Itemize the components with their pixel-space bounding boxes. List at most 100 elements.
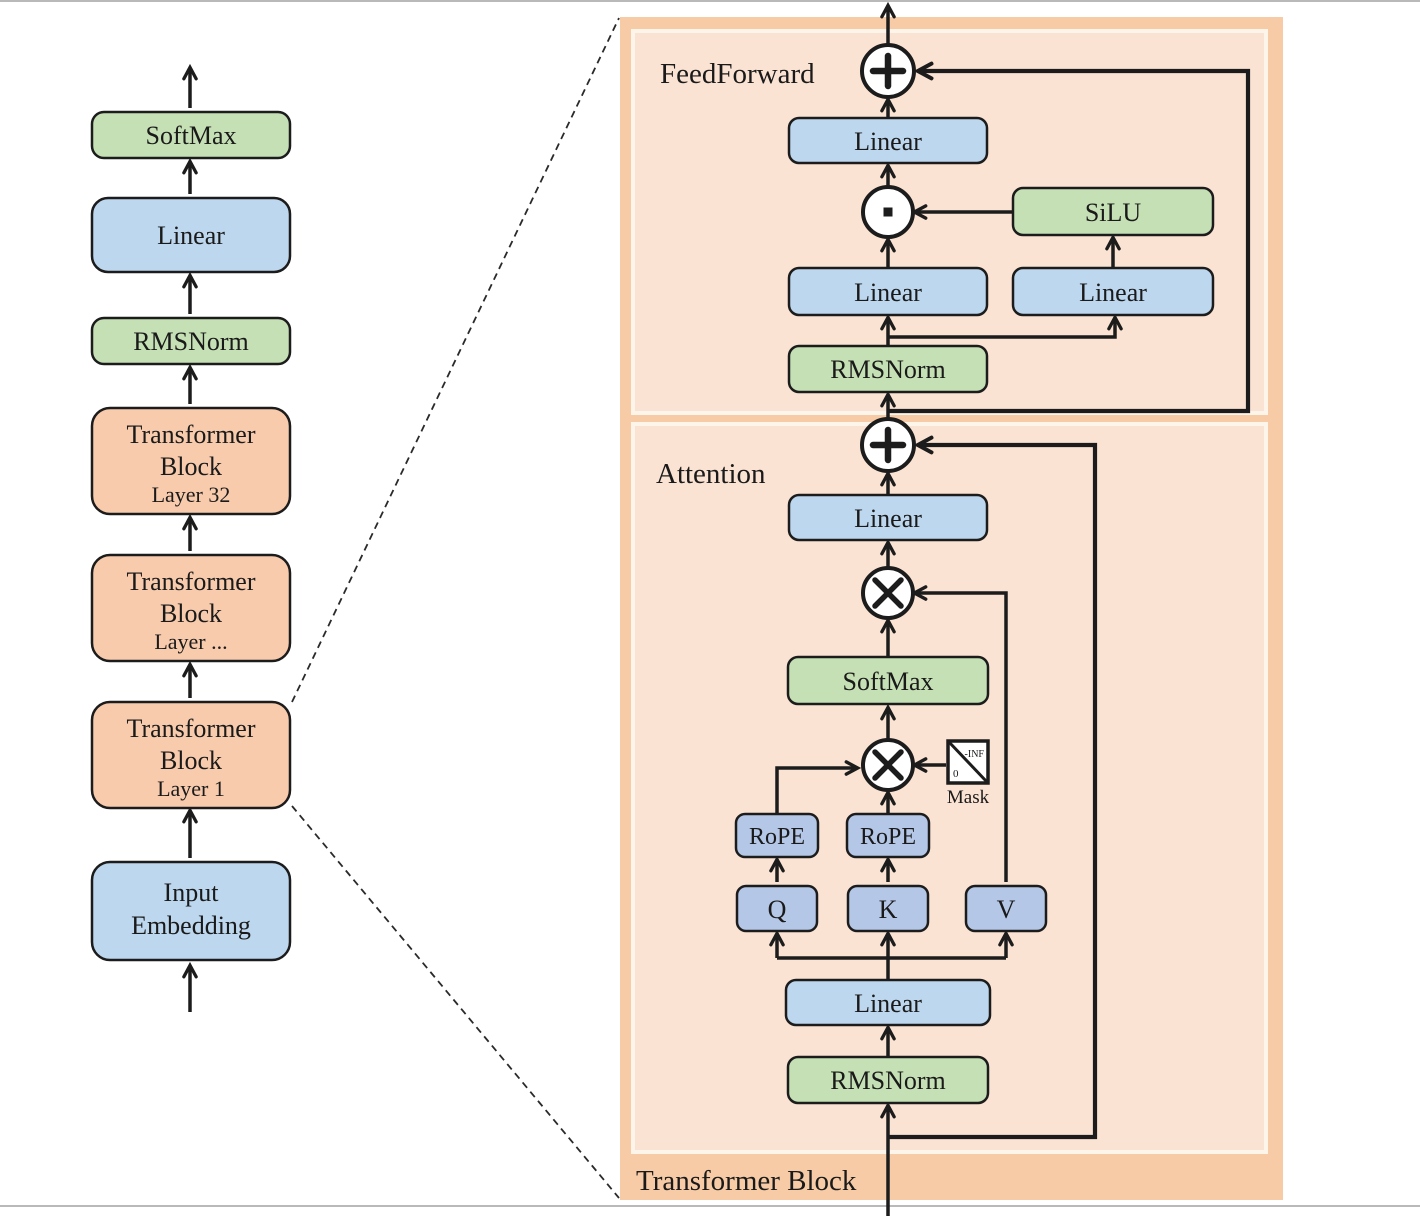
transformer-layer1-line1: Transformer bbox=[126, 714, 255, 743]
ff-rmsnorm-label: RMSNorm bbox=[830, 355, 946, 384]
transformer-middle-box bbox=[90, 553, 292, 663]
block-softmax: SoftMax bbox=[90, 110, 292, 160]
attn-mask: -INF 0 Mask bbox=[946, 739, 990, 808]
rope-right-label: RoPE bbox=[860, 824, 916, 850]
rmsnorm-label: RMSNorm bbox=[133, 327, 249, 356]
ff-linear-left: Linear bbox=[787, 266, 989, 317]
attn-linear-bottom-box bbox=[784, 978, 992, 1027]
attn-rope-left: RoPE bbox=[734, 812, 820, 859]
arrow-ropeleft-to-matmul bbox=[775, 760, 862, 814]
block-input-embedding: Input Embedding bbox=[90, 860, 292, 962]
qkv-branch-line bbox=[777, 956, 1006, 980]
elementwise-multiply-icon bbox=[883, 207, 893, 217]
ff-linear-right: Linear bbox=[1011, 266, 1215, 317]
arrow-ffrmsnorm-branch-to-linearright bbox=[888, 313, 1123, 339]
ff-linear-left-label: Linear bbox=[854, 278, 922, 307]
block-transformer-middle: Transformer Block Layer ... bbox=[90, 553, 292, 663]
ff-silu-label: SiLU bbox=[1085, 198, 1142, 227]
block-transformer-layer32: Transformer Block Layer 32 bbox=[90, 406, 292, 516]
q-label: Q bbox=[768, 895, 787, 924]
arrow-v-to-matmul2 bbox=[910, 585, 1008, 882]
ff-rmsnorm: RMSNorm bbox=[787, 344, 989, 394]
ff-linear-right-label: Linear bbox=[1079, 278, 1147, 307]
transformer-middle-line2: Block bbox=[160, 599, 222, 628]
add-icon bbox=[869, 52, 907, 90]
ff-linear-top-label: Linear bbox=[854, 127, 922, 156]
attn-linear-bottom: Linear bbox=[784, 978, 992, 1027]
matmul-icon bbox=[872, 577, 904, 609]
ff-silu: SiLU bbox=[1011, 186, 1215, 237]
rope-left-label: RoPE bbox=[749, 824, 805, 850]
transformer-layer32-line2: Block bbox=[160, 452, 222, 481]
ff-linear-top: Linear bbox=[787, 116, 989, 165]
attn-softmax: SoftMax bbox=[786, 655, 990, 706]
transformer-middle-line1: Transformer bbox=[126, 567, 255, 596]
attention-title: Attention bbox=[656, 458, 766, 490]
attn-rmsnorm-box bbox=[786, 1055, 990, 1105]
attn-v: V bbox=[964, 884, 1048, 933]
v-label: V bbox=[997, 895, 1016, 924]
transformer-middle-line3: Layer ... bbox=[154, 629, 227, 654]
mask-neg-inf-label: -INF bbox=[965, 749, 985, 760]
ff-linear-top-box bbox=[787, 116, 989, 165]
transformer-layer1-box bbox=[90, 700, 292, 810]
transformer-layer32-line3: Layer 32 bbox=[152, 482, 231, 507]
mask-label: Mask bbox=[947, 787, 990, 808]
ff-rmsnorm-box bbox=[787, 344, 989, 394]
transformer-layer32-line1: Transformer bbox=[126, 420, 255, 449]
input-embedding-line2: Embedding bbox=[131, 911, 251, 940]
attn-rope-right: RoPE bbox=[845, 812, 931, 859]
attn-q: Q bbox=[735, 884, 819, 933]
attn-matmul2-circle bbox=[861, 566, 915, 620]
linear-box bbox=[90, 196, 292, 274]
q-box bbox=[735, 884, 819, 933]
attn-add-circle bbox=[860, 417, 916, 473]
rmsnorm-box bbox=[90, 316, 292, 366]
k-box bbox=[846, 884, 930, 933]
transformer-block-title: Transformer Block bbox=[636, 1165, 857, 1197]
softmax-label: SoftMax bbox=[146, 121, 237, 150]
attention-residual-line bbox=[888, 435, 1098, 1140]
attention-section: Attention Linear bbox=[656, 417, 1098, 1216]
mask-diagonal bbox=[947, 740, 989, 784]
zoom-connector-top bbox=[291, 17, 620, 703]
ff-elementwise-multiply-circle bbox=[861, 185, 915, 239]
attn-linear-bottom-label: Linear bbox=[854, 989, 922, 1018]
ff-silu-box bbox=[1011, 186, 1215, 237]
zoom-connector-bottom bbox=[291, 805, 620, 1199]
k-label: K bbox=[879, 895, 898, 924]
ff-linear-right-box bbox=[1011, 266, 1215, 317]
ff-linear-left-box bbox=[787, 266, 989, 317]
mask-zero-label: 0 bbox=[953, 768, 959, 780]
attn-linear-top-label: Linear bbox=[854, 504, 922, 533]
attn-matmul1-circle bbox=[861, 738, 915, 792]
attn-k: K bbox=[846, 884, 930, 933]
block-linear: Linear bbox=[90, 196, 292, 274]
left-stack: SoftMax Linear RMSNorm Transformer Block… bbox=[90, 63, 292, 1012]
linear-label: Linear bbox=[157, 221, 225, 250]
attention-subpanel bbox=[631, 422, 1268, 1154]
ff-add-circle bbox=[860, 43, 916, 99]
transformer-layer32-box bbox=[90, 406, 292, 516]
attn-linear-top: Linear bbox=[787, 493, 989, 542]
add-icon bbox=[869, 426, 907, 464]
softmax-box bbox=[90, 110, 292, 160]
attn-softmax-label: SoftMax bbox=[843, 667, 934, 696]
matmul-icon bbox=[872, 749, 904, 781]
feedforward-section: FeedForward Linear SiLU Linear bbox=[660, 1, 1251, 418]
transformer-layer1-line2: Block bbox=[160, 746, 222, 775]
feedforward-residual-line bbox=[888, 61, 1251, 414]
input-embedding-line1: Input bbox=[164, 878, 220, 907]
attn-softmax-box bbox=[786, 655, 990, 706]
input-embedding-box bbox=[90, 860, 292, 962]
rope-left-box bbox=[734, 812, 820, 859]
block-rmsnorm: RMSNorm bbox=[90, 316, 292, 366]
v-box bbox=[964, 884, 1048, 933]
attn-linear-top-box bbox=[787, 493, 989, 542]
block-transformer-layer1: Transformer Block Layer 1 bbox=[90, 700, 292, 810]
attn-rmsnorm: RMSNorm bbox=[786, 1055, 990, 1105]
attn-rmsnorm-label: RMSNorm bbox=[830, 1066, 946, 1095]
transformer-layer1-line3: Layer 1 bbox=[157, 776, 225, 801]
